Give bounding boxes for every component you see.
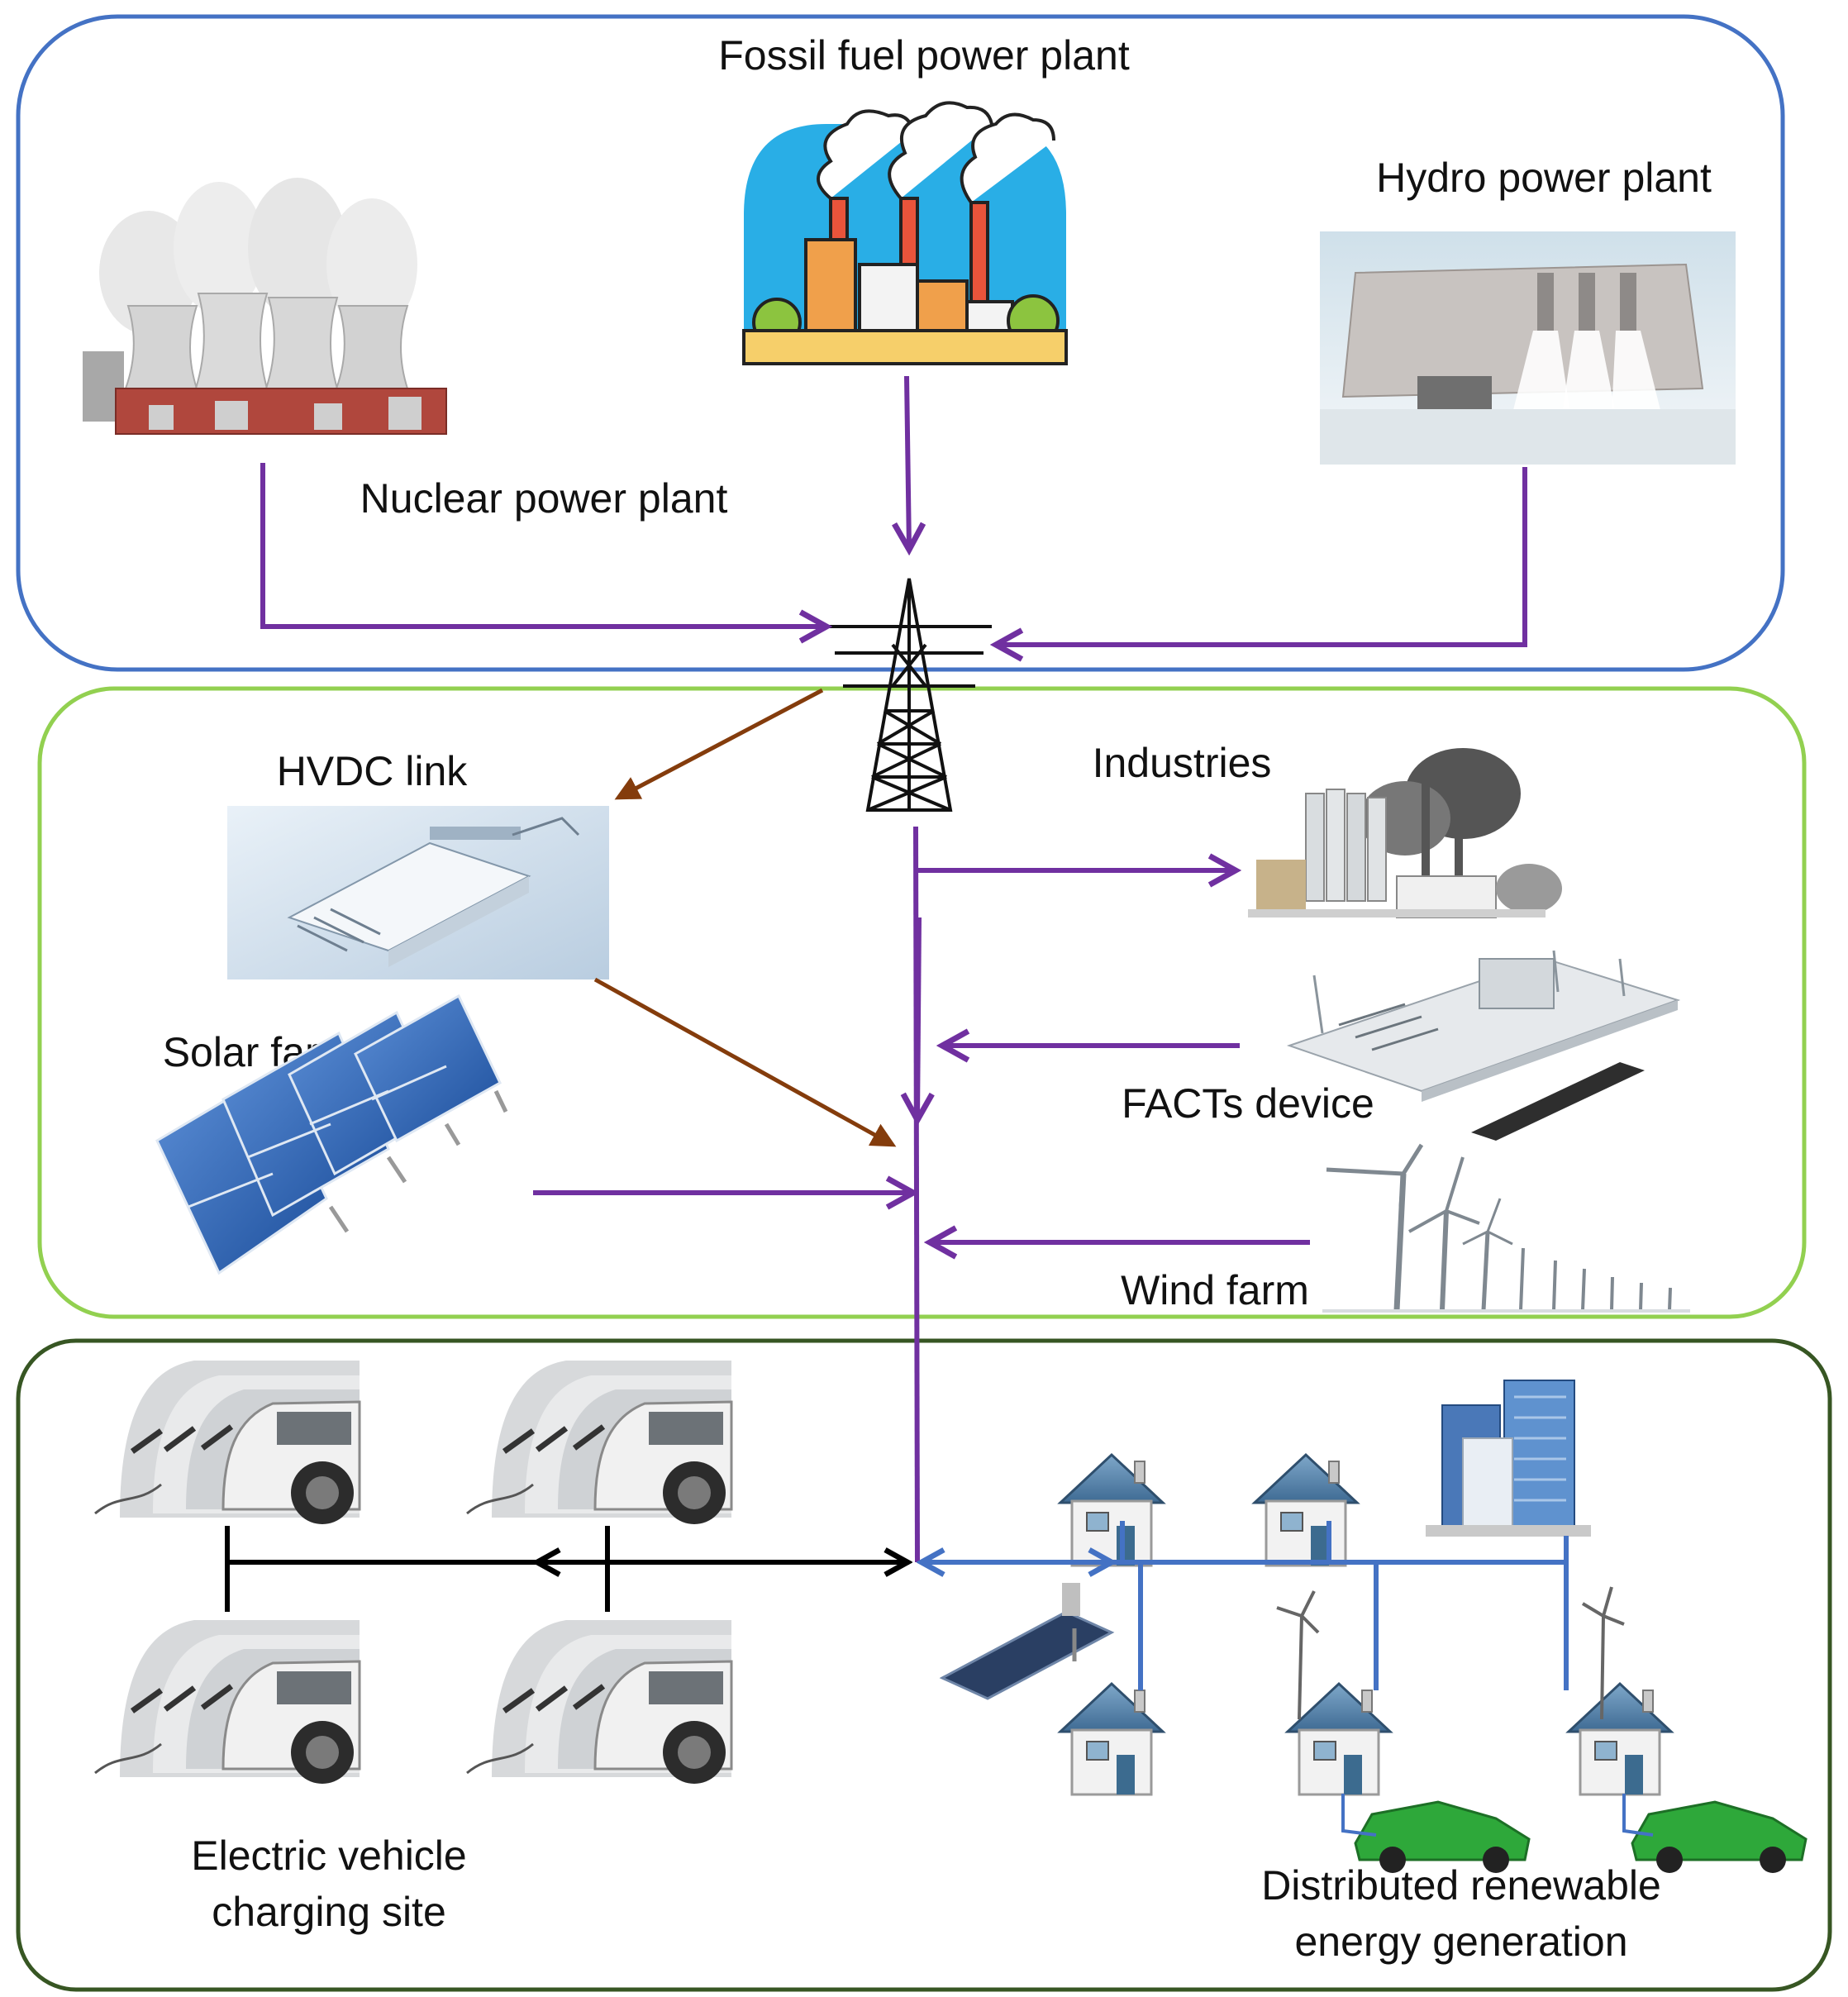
facts-label: FACTs device [1122,1080,1374,1127]
hvdc-label: HVDC link [277,748,469,794]
tower-to-hvdc-arrow [614,688,824,800]
hydro-label: Hydro power plant [1376,155,1712,201]
fossil-to-tower-arrow [907,375,909,550]
distribution-flow-lines [922,1521,1654,1837]
hvdc-flow-lines [593,688,897,1147]
transmission-flow-lines [533,826,1310,1563]
solar-farm-image [155,994,508,1275]
small-wind-turbine-icon [1276,1590,1320,1720]
dre-label-line1: Distributed renewable [1261,1862,1661,1909]
hydro-to-tower-arrow [996,467,1527,645]
ev-charging-image-top-left [87,1352,368,1526]
small-wind-turbine-icon [1581,1586,1625,1720]
ev-site-label-line2: charging site [212,1889,446,1935]
house-icon [1286,1682,1392,1796]
hydro-plant-image [1320,231,1736,465]
ev-flow-lines [225,1526,909,1612]
hvdc-to-bus-arrow [593,977,897,1147]
ev-charging-image-bottom-right [459,1612,740,1785]
industries-label: Industries [1093,740,1272,786]
fossil-fuel-plant-image [742,101,1068,365]
bus-vertical-arrow [917,917,919,1120]
house-icon [1059,1453,1165,1567]
hvdc-station-image [227,806,609,979]
nuclear-label: Nuclear power plant [360,475,728,522]
rooftop-solar-panel-image [939,1583,1115,1700]
ev-charging-image-top-right [459,1352,740,1526]
office-buildings-image [1426,1380,1591,1537]
fossil-fuel-label: Fossil fuel power plant [718,32,1130,79]
transmission-tower-icon [826,578,992,812]
transmission-region [37,686,1807,1319]
generation-flow-lines [260,375,1527,645]
generation-region [16,14,1785,672]
nuclear-plant-image [83,178,447,435]
house-icon [1253,1453,1359,1567]
wind-farm-label: Wind farm [1121,1267,1309,1313]
distribution-region [16,1338,1832,1992]
green-electric-car-icon [1631,1800,1808,1873]
house-icon [1567,1682,1673,1796]
facts-device-image [1286,950,1681,1141]
ev-charging-image-bottom-left [87,1612,368,1785]
ev-site-label-line1: Electric vehicle [191,1833,466,1879]
nuclear-to-tower-arrow [260,463,826,627]
wind-farm-image [1322,1143,1690,1313]
industries-image [1248,748,1562,918]
dre-label-line2: energy generation [1294,1918,1627,1965]
green-electric-car-icon [1354,1800,1531,1873]
house-icon [1059,1682,1165,1796]
